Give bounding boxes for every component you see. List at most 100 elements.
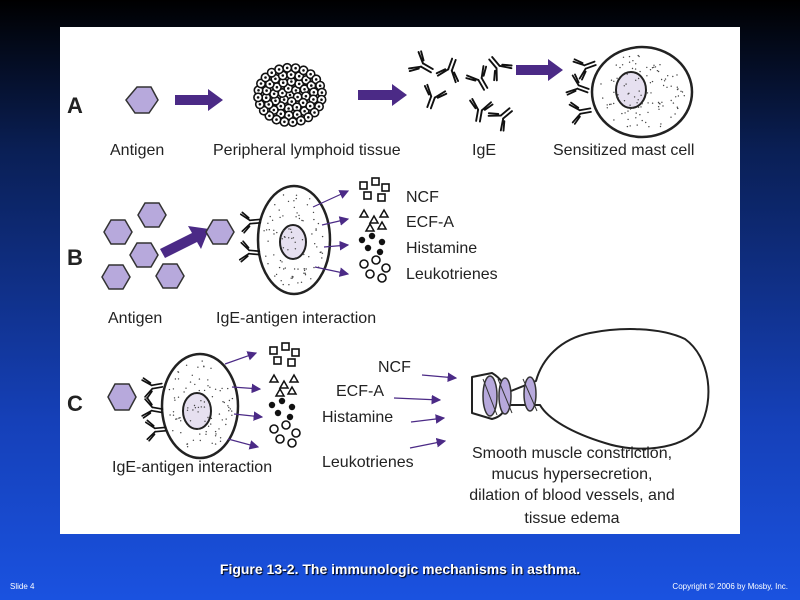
granule	[628, 55, 631, 58]
granule	[602, 97, 604, 99]
antibody-stem	[426, 95, 436, 110]
granule	[627, 118, 629, 121]
ige-antibody	[144, 419, 167, 442]
leukotriene-ring	[365, 269, 375, 279]
granule	[633, 96, 636, 98]
antibody-arms	[487, 112, 506, 132]
granule	[194, 407, 197, 409]
process-arrow-a1	[175, 89, 223, 111]
process-arrow-a2	[358, 84, 407, 106]
granule	[183, 391, 185, 393]
granule	[203, 406, 206, 408]
granule	[290, 277, 292, 279]
process-arrow-b	[160, 226, 209, 258]
granule	[662, 84, 665, 87]
lymphoid-cell-core	[290, 100, 293, 103]
granule	[636, 124, 638, 126]
antigen-hexagon-a	[125, 86, 159, 114]
lymphoid-cell-core	[287, 114, 291, 117]
antibody-arms	[565, 73, 580, 96]
granule	[312, 211, 315, 214]
antibody-stem	[154, 426, 167, 433]
label-interaction-c: IgE-antigen interaction	[112, 459, 272, 476]
granule	[267, 263, 269, 265]
lymphoid-cell-core	[294, 89, 298, 92]
granule	[214, 435, 217, 437]
granule	[639, 114, 641, 116]
granule	[180, 420, 182, 422]
ecfa-triangle	[376, 220, 388, 230]
granule	[650, 92, 652, 94]
granule	[651, 80, 654, 83]
ncf-square	[377, 193, 386, 202]
granule	[645, 121, 647, 124]
granule	[186, 446, 189, 448]
lymphoid-cell-core	[270, 71, 273, 74]
granule	[651, 67, 654, 69]
granule	[192, 439, 195, 441]
ecfa-triangle	[378, 208, 390, 218]
granule	[290, 231, 293, 233]
granule	[317, 222, 320, 225]
histamine-dot	[378, 238, 386, 246]
granule	[657, 106, 660, 108]
granule	[282, 215, 284, 217]
granule	[221, 419, 223, 421]
lymphoid-cell-core	[268, 114, 271, 118]
granule	[228, 410, 230, 412]
granule	[634, 68, 637, 70]
antigen-cluster-b	[101, 202, 185, 290]
granule	[173, 397, 176, 399]
lymphoid-cell-core	[294, 66, 297, 70]
granule	[659, 64, 661, 66]
granule	[617, 96, 619, 99]
granule	[228, 406, 230, 409]
ncf-square	[359, 181, 368, 190]
histamine-dot	[274, 409, 282, 417]
mediator-symbols-c	[268, 342, 301, 448]
granule	[315, 229, 317, 231]
antibody-stem	[248, 249, 261, 256]
granule	[198, 378, 201, 380]
ecfa-triangle	[288, 373, 300, 383]
ecfa-triangle	[268, 373, 280, 383]
granule	[189, 381, 192, 383]
granule	[294, 241, 296, 243]
granule	[291, 237, 293, 240]
granule	[209, 402, 211, 404]
granule	[646, 66, 648, 69]
granule	[209, 386, 211, 388]
granule	[186, 443, 189, 445]
granule	[284, 236, 286, 238]
granule	[637, 54, 639, 57]
label-antigen-a: Antigen	[110, 142, 164, 159]
lymphoid-cell-core	[256, 96, 260, 99]
granule	[231, 410, 233, 412]
lymphoid-cell-core	[314, 78, 318, 81]
mediator-c-histamine: Histamine	[322, 409, 393, 426]
mediator-c-leukotrienes: Leukotrienes	[322, 454, 414, 471]
granule	[177, 396, 180, 398]
granule	[197, 366, 199, 368]
mediator-arrows-c	[224, 351, 264, 450]
granule	[659, 125, 662, 128]
granule	[676, 86, 678, 88]
granule	[313, 266, 315, 269]
granule	[301, 219, 303, 222]
mediator-b-histamine: Histamine	[406, 240, 477, 257]
antigen-hexagon	[129, 242, 159, 268]
granule	[635, 79, 637, 81]
granule	[172, 388, 175, 390]
antibody-stem	[475, 108, 483, 123]
antibody-stem	[477, 77, 489, 91]
granule	[622, 56, 625, 58]
granule	[214, 388, 217, 390]
ncf-square	[269, 346, 278, 355]
granule	[683, 95, 685, 97]
granule	[219, 390, 221, 392]
granule	[648, 126, 650, 128]
lymphoid-cell-core	[265, 89, 268, 92]
granule	[281, 238, 283, 240]
granule	[287, 200, 290, 203]
granule	[609, 103, 611, 106]
